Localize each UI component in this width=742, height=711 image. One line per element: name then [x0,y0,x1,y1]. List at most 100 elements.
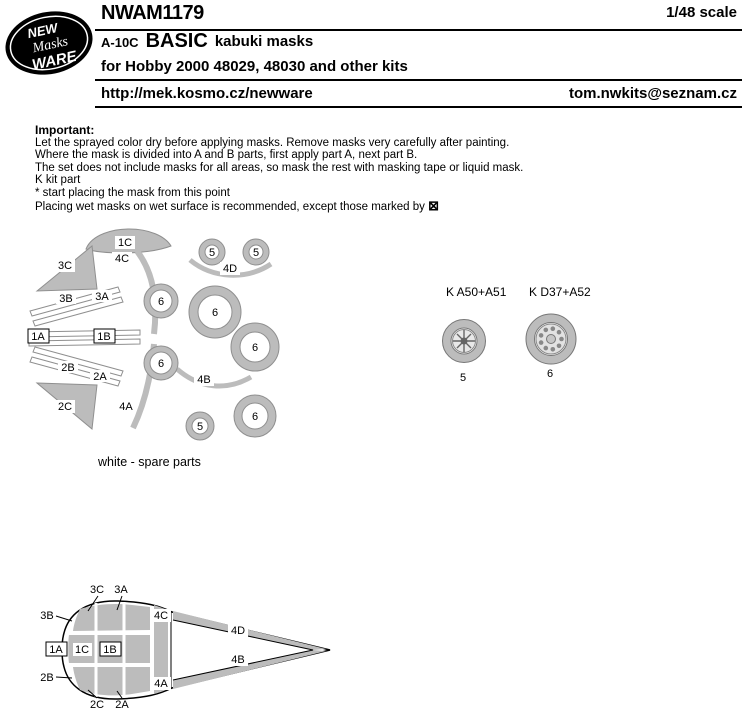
ring-label: 6 [158,296,164,308]
wheel-mask-ring-6-b: 6 [188,285,242,339]
part-label-4A: 4A [116,400,136,413]
placement-label-4A: 4A [151,677,171,690]
scale-label: 1/48 scale [666,4,737,21]
part-label-4D: 4D [220,262,240,275]
placement-label-1C: 1C [73,643,92,656]
contact-email: tom.nwkits@seznam.cz [568,85,737,102]
svg-text:1C: 1C [118,237,132,249]
placement-label-1B-boxed: 1B [99,641,122,657]
instructions-line-1: Let the sprayed color dry before applyin… [35,136,510,149]
header-divider-3 [95,106,742,108]
wheel-mask-ring-6-d: 6 [143,345,179,381]
placement-label-4B: 4B [228,653,248,666]
instructions-line-3: The set does not include masks for all a… [35,161,524,174]
no-wet-icon: ⊠ [428,197,440,213]
ring-label: 5 [209,247,215,259]
svg-text:1A: 1A [49,644,63,656]
svg-text:4C: 4C [115,253,129,265]
newware-logo: NEW Masks WARE [5,11,93,75]
wheel-mask-ring-5-c: 5 [185,411,215,441]
spare-parts-note: white - spare parts [97,455,201,469]
part-label-4B: 4B [194,373,214,386]
windscreen-top-band [73,604,150,631]
part-label-2C: 2C [55,400,75,413]
part-label-2B: 2B [58,361,78,374]
kit-wheel-right-caption: K D37+A52 [529,285,591,299]
logo-text-new: NEW [26,20,60,41]
svg-text:1A: 1A [31,331,45,343]
svg-text:4B: 4B [231,654,244,666]
logo-ellipse [5,11,93,75]
wheel-mask-ring-6-e: 6 [233,394,277,438]
placement-label-1A-boxed: 1A [45,641,68,657]
svg-text:4C: 4C [154,610,168,622]
instructions-line-6: Placing wet masks on wet surface is reco… [35,197,523,214]
part-label-1B-boxed: 1B [93,328,116,344]
title-aircraft: A-10C [101,35,139,50]
instructions-line-6-text: Placing wet masks on wet surface is reco… [35,200,425,213]
part-label-3C: 3C [55,259,75,272]
ring-label: 6 [252,411,258,423]
svg-text:1C: 1C [75,644,89,656]
svg-text:4B: 4B [197,374,210,386]
wheel-mask-ring-5-b: 5 [242,238,270,266]
instructions-line-4: K kit part [35,174,81,187]
wheel-mask-ring-6-a: 6 [143,283,179,319]
canopy-inner-outline [172,619,314,681]
ring-label: 6 [212,307,218,319]
canopy-top-rail [173,611,326,650]
product-title: A-10C BASIC kabuki masks [101,30,314,52]
header-divider-1 [95,29,742,31]
label-leader-lines [55,595,123,699]
canopy-bottom-rail [173,650,326,689]
svg-text:2B: 2B [61,362,74,374]
kit-wheel-right-number: 6 [547,368,553,380]
ring-label: 6 [158,358,164,370]
placement-label-3C: 3C [90,584,104,596]
kit-wheel-drawing-right [525,313,577,365]
wheel-mask-ring-6-c: 6 [230,322,280,372]
svg-text:3A: 3A [95,291,109,303]
title-suffix: kabuki masks [214,33,314,50]
svg-text:4D: 4D [223,263,237,275]
part-label-1A-boxed: 1A [27,328,50,344]
svg-text:4A: 4A [119,401,133,413]
svg-text:4A: 4A [154,678,168,690]
mask-sheet-diagram: 5 5 6 6 6 6 5 6 1 [27,228,591,469]
mask-part-4D-shape [188,258,273,278]
placement-label-3A: 3A [114,584,128,596]
svg-text:4D: 4D [231,625,245,637]
svg-text:2A: 2A [93,371,107,383]
windscreen-frame-gaps [94,602,126,698]
svg-text:1B: 1B [97,331,110,343]
instructions-heading: Important: [35,123,95,137]
part-label-4C: 4C [112,252,132,265]
kits-subtitle: for Hobby 2000 48029, 48030 and other ki… [101,58,408,75]
product-code: NWAM1179 [101,2,204,24]
ring-label: 5 [197,421,203,433]
title-grade: BASIC [145,30,208,52]
instructions-line-2: Where the mask is divided into A and B p… [35,149,418,162]
placement-label-2B: 2B [40,672,53,684]
placement-label-4C: 4C [151,609,171,622]
ring-label: 6 [252,342,258,354]
part-label-1C: 1C [115,236,135,249]
placement-label-2C: 2C [90,699,104,711]
header-divider-2 [95,79,742,81]
canopy-placement-diagram: 3C 3A 3B 4C 4D 1A 1C 1B 4B 2B 4A 2C 2A [40,584,331,711]
svg-text:3C: 3C [58,260,72,272]
part-label-3A: 3A [92,290,112,303]
mask-part-3A-shape [32,296,124,327]
kit-wheel-drawing-left [442,319,486,363]
placement-label-2A: 2A [115,699,129,711]
instructions: Important: Let the sprayed color dry bef… [35,124,523,213]
svg-text:3B: 3B [59,293,72,305]
placement-label-4D: 4D [228,624,248,637]
windscreen-bottom-band [73,667,150,696]
wheel-mask-ring-5-a: 5 [198,238,226,266]
kit-wheel-left-number: 5 [460,372,466,384]
canopy-arch-band [154,605,168,694]
svg-text:2C: 2C [58,401,72,413]
logo-inner-ring [9,15,89,71]
